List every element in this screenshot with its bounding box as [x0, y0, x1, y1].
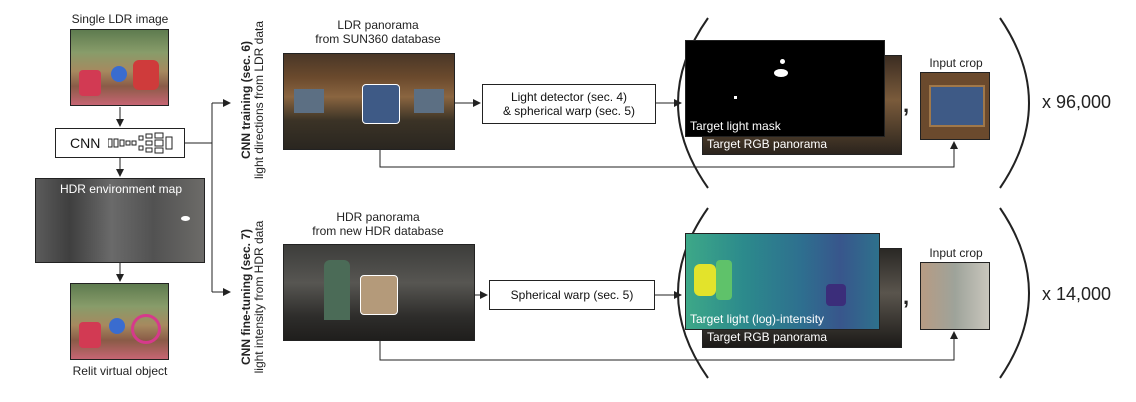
hdr-panorama-image	[283, 244, 475, 341]
toy-ball	[111, 66, 127, 82]
crop-label-bottom: Input crop	[929, 246, 983, 260]
hdr-panorama-label: HDR panorama from new HDR database	[312, 210, 444, 238]
target-light-mask: Target light mask	[685, 40, 885, 137]
ldr-panorama-label: LDR panorama from SUN360 database	[315, 18, 441, 46]
ldr-panorama-image	[283, 53, 455, 150]
input-crop-bottom	[920, 262, 990, 330]
crop-region	[362, 84, 400, 124]
crop-painting	[929, 85, 985, 127]
light-detector-line1: Light detector (sec. 4)	[510, 90, 628, 104]
hdr-environment-map: HDR environment map	[35, 178, 205, 263]
bottom-side-subtitle: light intensity from HDR data	[252, 220, 266, 374]
intensity-hotspot	[694, 264, 716, 296]
target-rgb-label-top: Target RGB panorama	[707, 137, 828, 151]
input-image-label: Single LDR image	[71, 12, 169, 26]
curtain-shape	[324, 260, 350, 320]
toy-ball	[109, 318, 125, 334]
separator-top: ,	[903, 92, 910, 117]
relit-object-image	[70, 283, 169, 360]
mask-spot-small	[780, 59, 785, 64]
toy-object	[79, 322, 101, 348]
cnn-label: CNN	[70, 135, 101, 151]
multiplier-top: x 96,000	[1042, 92, 1112, 112]
mask-spot-main	[774, 69, 788, 77]
cnn-box: CNN	[55, 128, 185, 158]
target-mask-label: Target light mask	[690, 119, 781, 133]
input-ldr-image	[70, 29, 169, 106]
top-side-label: CNN training (sec. 6) light directions f…	[239, 20, 270, 180]
spherical-warp-box: Spherical warp (sec. 5)	[489, 280, 655, 310]
separator-bottom: ,	[903, 284, 910, 309]
painting-left	[294, 89, 324, 113]
bottom-side-label: CNN fine-tuning (sec. 7) light intensity…	[239, 209, 270, 385]
target-intensity-label: Target light (log)-intensity	[690, 312, 825, 326]
toy-horse	[133, 60, 159, 90]
target-rgb-label-bottom: Target RGB panorama	[707, 330, 828, 344]
intensity-mid	[716, 260, 732, 300]
crop-region	[360, 275, 398, 315]
light-detector-line2: & spherical warp (sec. 5)	[502, 104, 636, 118]
crop-label-top: Input crop	[929, 56, 983, 70]
light-source-spot	[181, 216, 190, 221]
cnn-layers-icon	[108, 132, 173, 154]
env-map-label: HDR environment map	[59, 182, 183, 196]
top-side-subtitle: light directions from LDR data	[252, 20, 266, 180]
painting-right	[414, 89, 444, 113]
target-light-intensity: Target light (log)-intensity	[685, 233, 880, 330]
bottom-side-title: CNN fine-tuning (sec. 7)	[239, 229, 253, 366]
toy-object	[79, 70, 101, 96]
multiplier-bottom: x 14,000	[1042, 284, 1112, 304]
mask-spot-dot	[734, 96, 737, 99]
intensity-dark	[826, 284, 846, 306]
output-label: Relit virtual object	[72, 364, 168, 378]
input-crop-top	[920, 72, 990, 140]
virtual-bike	[131, 314, 161, 344]
top-side-title: CNN training (sec. 6)	[239, 40, 253, 160]
light-detector-box: Light detector (sec. 4) & spherical warp…	[482, 84, 656, 124]
